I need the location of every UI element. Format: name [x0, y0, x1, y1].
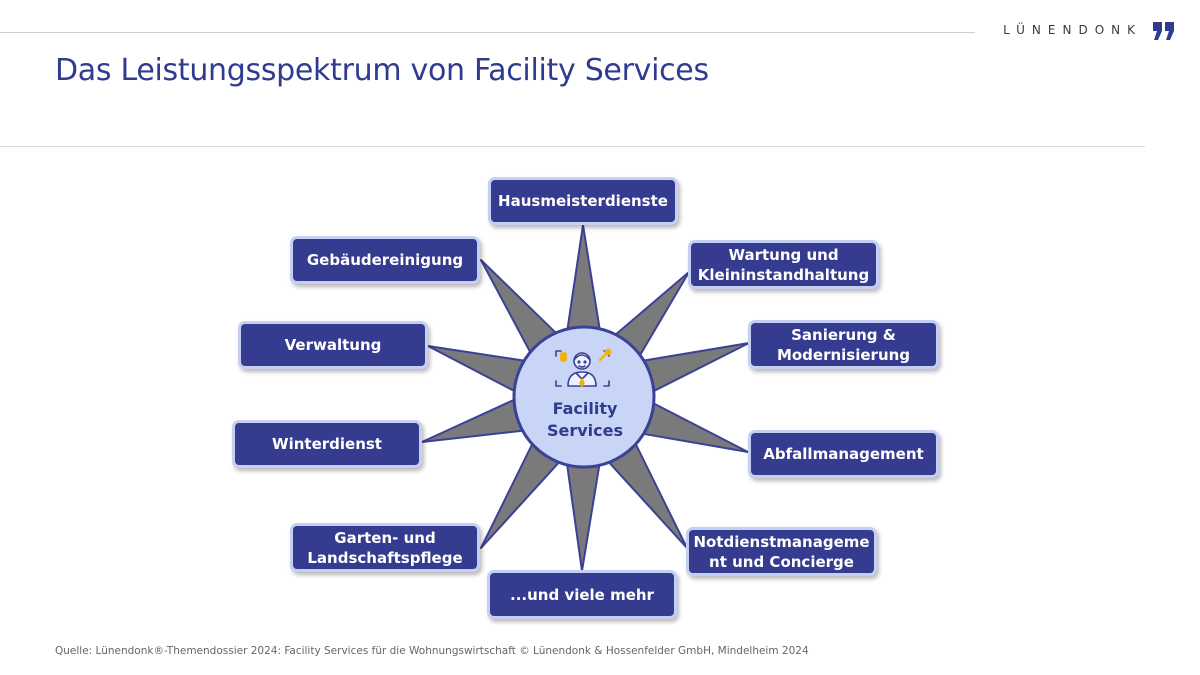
header-divider	[0, 32, 975, 33]
node-hausmeister-label: Hausmeisterdienste	[498, 192, 668, 210]
node-reinigung: Gebäudereinigung	[290, 236, 480, 284]
hub-label: Facility Services	[515, 398, 655, 442]
node-notdienst-line-1: Notdienstmanageme	[693, 532, 870, 551]
node-sanierung: Sanierung & Modernisierung	[748, 320, 939, 369]
hub-label-line-2: Services	[546, 421, 624, 440]
node-notdienst-line-2: nt und Concierge	[709, 552, 854, 571]
node-verwaltung: Verwaltung	[238, 321, 428, 369]
node-hausmeister: Hausmeisterdienste	[488, 177, 678, 225]
brand-name: LÜNENDONK	[1003, 23, 1142, 37]
node-wartung-line-2: Kleininstandhaltung	[697, 265, 870, 284]
facility-manager-icon	[555, 348, 612, 387]
node-garten: Garten- und Landschaftspflege	[290, 523, 480, 572]
node-winter: Winterdienst	[232, 420, 422, 468]
node-abfall: Abfallmanagement	[748, 430, 939, 478]
spoke-hausmeister	[565, 224, 602, 337]
page-title: Das Leistungsspektrum von Facility Servi…	[55, 53, 709, 88]
node-wartung-line-1: Wartung und	[728, 245, 839, 264]
brand-quote-icon	[1153, 22, 1174, 40]
brand: LÜNENDONK	[1003, 18, 1176, 42]
node-mehr-label: ...und viele mehr	[510, 585, 654, 604]
hub-label-line-1: Facility	[552, 399, 618, 418]
node-garten-line-2: Landschaftspflege	[307, 548, 463, 567]
source-note: Quelle: Lünendonk®-Themendossier 2024: F…	[55, 645, 809, 657]
title-divider	[0, 146, 1145, 147]
spoke-mehr	[565, 457, 602, 572]
node-mehr: ...und viele mehr	[487, 570, 677, 619]
node-winter-label: Winterdienst	[272, 435, 382, 453]
node-wartung: Wartung und Kleininstandhaltung	[688, 240, 879, 289]
node-abfall-label: Abfallmanagement	[763, 445, 924, 463]
node-verwaltung-label: Verwaltung	[284, 336, 382, 354]
node-notdienst: Notdienstmanageme nt und Concierge	[686, 527, 877, 576]
node-sanierung-line-2: Modernisierung	[776, 345, 911, 364]
node-garten-line-1: Garten- und	[334, 528, 436, 547]
node-reinigung-label: Gebäudereinigung	[306, 251, 464, 269]
spokes	[421, 224, 750, 572]
spoke-winter	[421, 396, 530, 443]
hub-circle	[512, 325, 656, 469]
node-sanierung-line-1: Sanierung &	[791, 325, 896, 344]
